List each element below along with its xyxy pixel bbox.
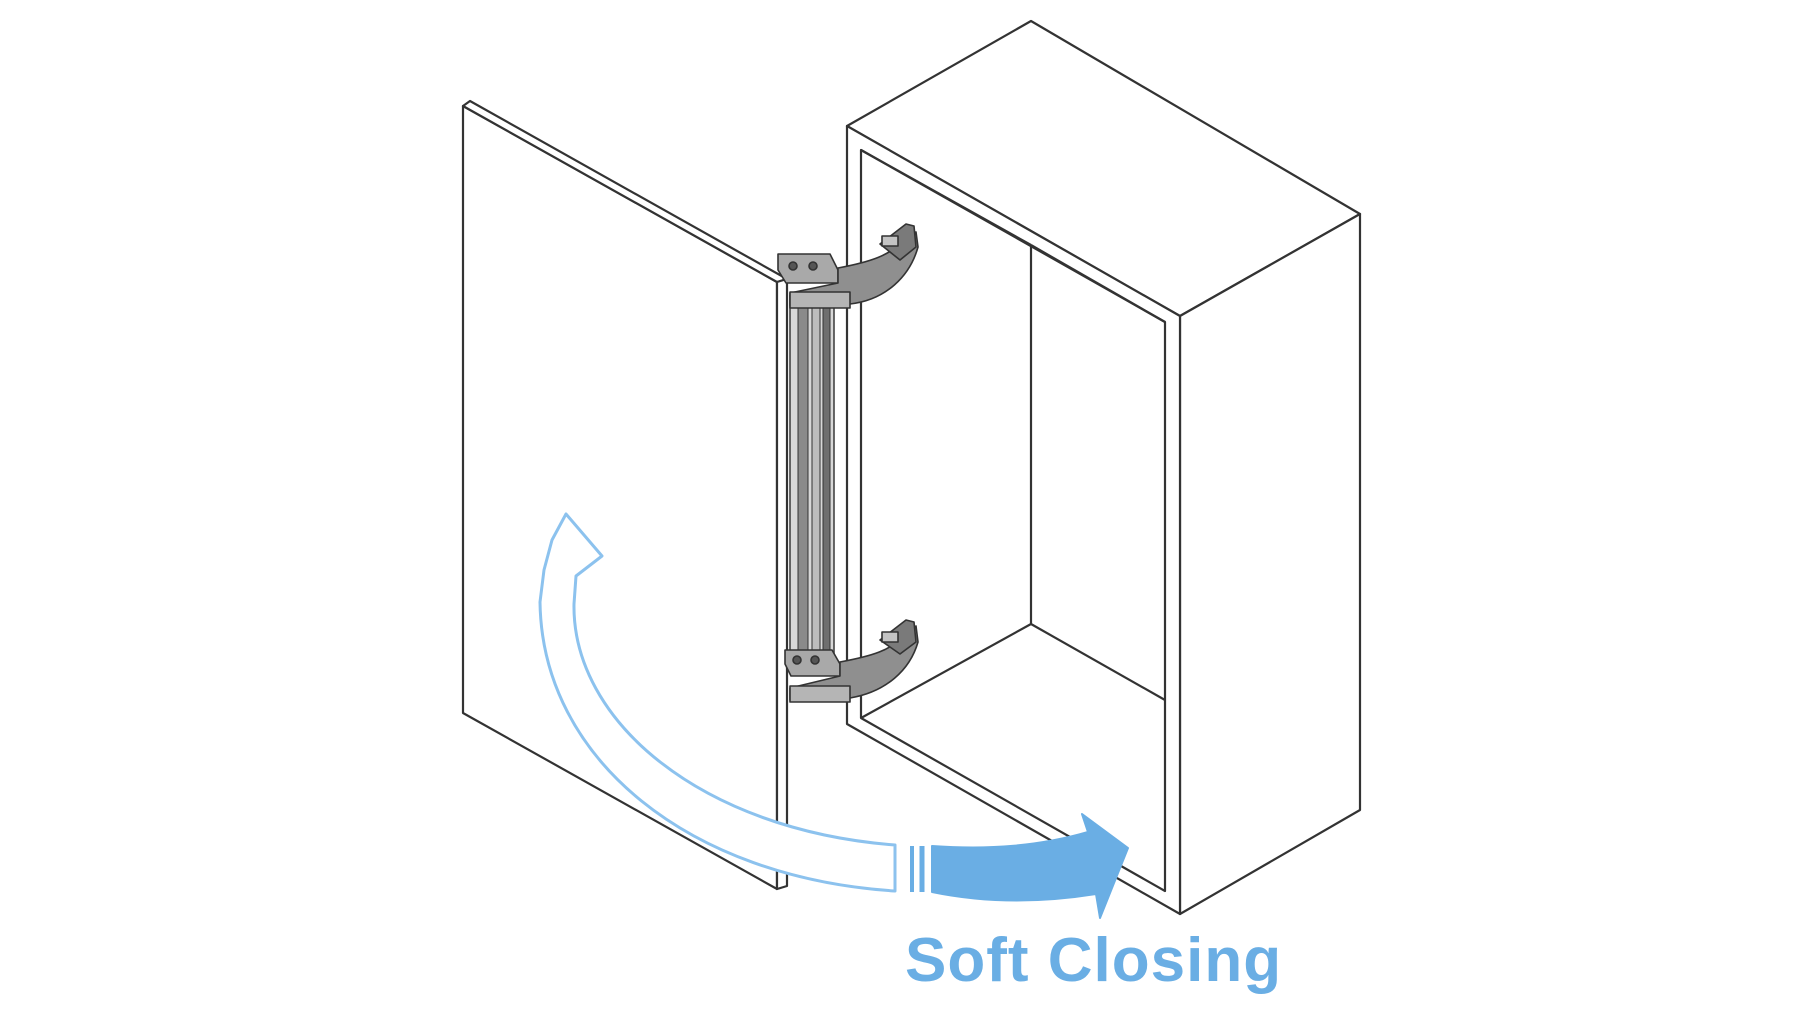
door-thickness [775,277,789,891]
top-hinge [777,223,919,309]
top-hinge-cup [789,291,851,309]
cabinet-interior-top-edge [1030,244,1166,323]
cabinet-box [845,19,1362,916]
cabinet-interior-floor-edge [860,623,1032,719]
top-hinge-door-plate [777,253,839,284]
curved-closing-arrow [538,512,1129,919]
cabinet-side-face [1178,212,1362,916]
cabinet-interior-bottom-edge [1030,623,1166,701]
hinge-damper-rail [789,295,835,667]
cabinet-door [461,99,789,891]
bottom-hinge [784,619,919,703]
soft-closing-caption: Soft Closing [905,926,1283,995]
cabinet-interior-ceiling-edge [860,149,1032,246]
arrow-solid-head [931,813,1129,919]
arrow-outline-body [538,512,897,893]
bottom-hinge-cup [789,685,851,703]
